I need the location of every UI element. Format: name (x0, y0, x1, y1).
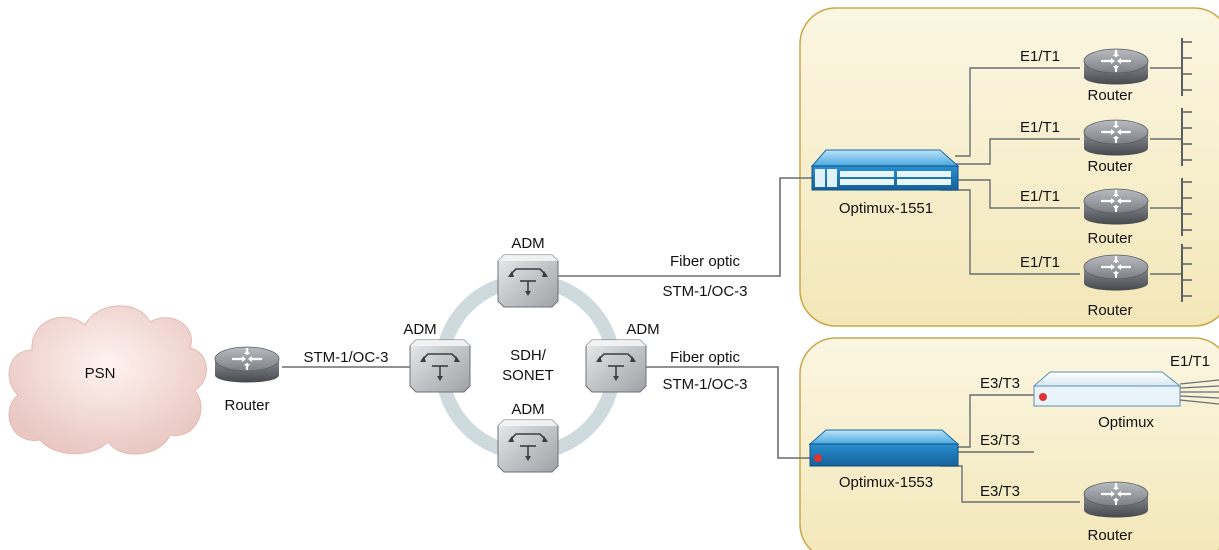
upper-link-line2: STM-1/OC-3 (662, 283, 747, 300)
upper-link-line1: Fiber optic (670, 253, 741, 270)
optimux-1551-label: Optimux-1551 (839, 200, 933, 217)
adm-bottom-label: ADM (511, 401, 544, 418)
adm-right-label: ADM (626, 321, 659, 338)
upper-router-2-icon (1082, 118, 1150, 157)
router-icon (213, 345, 281, 384)
lower-router-label: Router (1087, 527, 1132, 544)
adm-right-icon (585, 339, 647, 393)
upper-branch-lines (940, 67, 1080, 275)
upper-router-1-label: Router (1087, 87, 1132, 104)
psn-label: PSN (85, 365, 116, 382)
optimux-1551-device (810, 149, 960, 191)
upper-link-3-label: E1/T1 (1020, 188, 1060, 205)
upper-router-2-label: Router (1087, 158, 1132, 175)
psn-cloud (8, 305, 207, 455)
lower-router-icon (1082, 480, 1150, 519)
lower-link-router-label: E3/T3 (980, 483, 1020, 500)
upper-router-4-label: Router (1087, 302, 1132, 319)
upper-link-1-label: E1/T1 (1020, 48, 1060, 65)
adm-bottom-icon (497, 419, 559, 473)
adm-top-label: ADM (511, 235, 544, 252)
upper-site-panel (799, 7, 1219, 327)
left-router-label: Router (224, 397, 269, 414)
upper-router-4-icon (1082, 253, 1150, 292)
lower-link-optimux-label: E3/T3 (980, 375, 1020, 392)
adm-top-icon (497, 254, 559, 308)
optimux-1553-device (808, 429, 960, 467)
adm-left-label: ADM (403, 321, 436, 338)
optimux-e1-fanout (1179, 379, 1219, 405)
upper-link-4-label: E1/T1 (1020, 254, 1060, 271)
upper-fiber-link (558, 177, 816, 277)
left-link-label: STM-1/OC-3 (303, 349, 388, 366)
lower-link-line2: STM-1/OC-3 (662, 376, 747, 393)
upper-link-2-label: E1/T1 (1020, 119, 1060, 136)
upper-router-1-icon (1082, 47, 1150, 86)
optimux-1553-label: Optimux-1553 (839, 474, 933, 491)
upper-router-3-label: Router (1087, 230, 1132, 247)
upper-router-uplinks (1150, 67, 1182, 275)
optimux-label: Optimux (1098, 414, 1154, 431)
lower-link-line1: Fiber optic (670, 349, 741, 366)
optimux-out-label: E1/T1 (1170, 353, 1210, 370)
lower-link-open-label: E3/T3 (980, 432, 1020, 449)
ring-label-line2: SONET (502, 367, 554, 384)
lower-fiber-link (646, 366, 812, 459)
adm-left-icon (409, 339, 471, 393)
optimux-device (1032, 371, 1182, 407)
ring-label-line1: SDH/ (510, 347, 547, 364)
upper-router-3-icon (1082, 187, 1150, 226)
